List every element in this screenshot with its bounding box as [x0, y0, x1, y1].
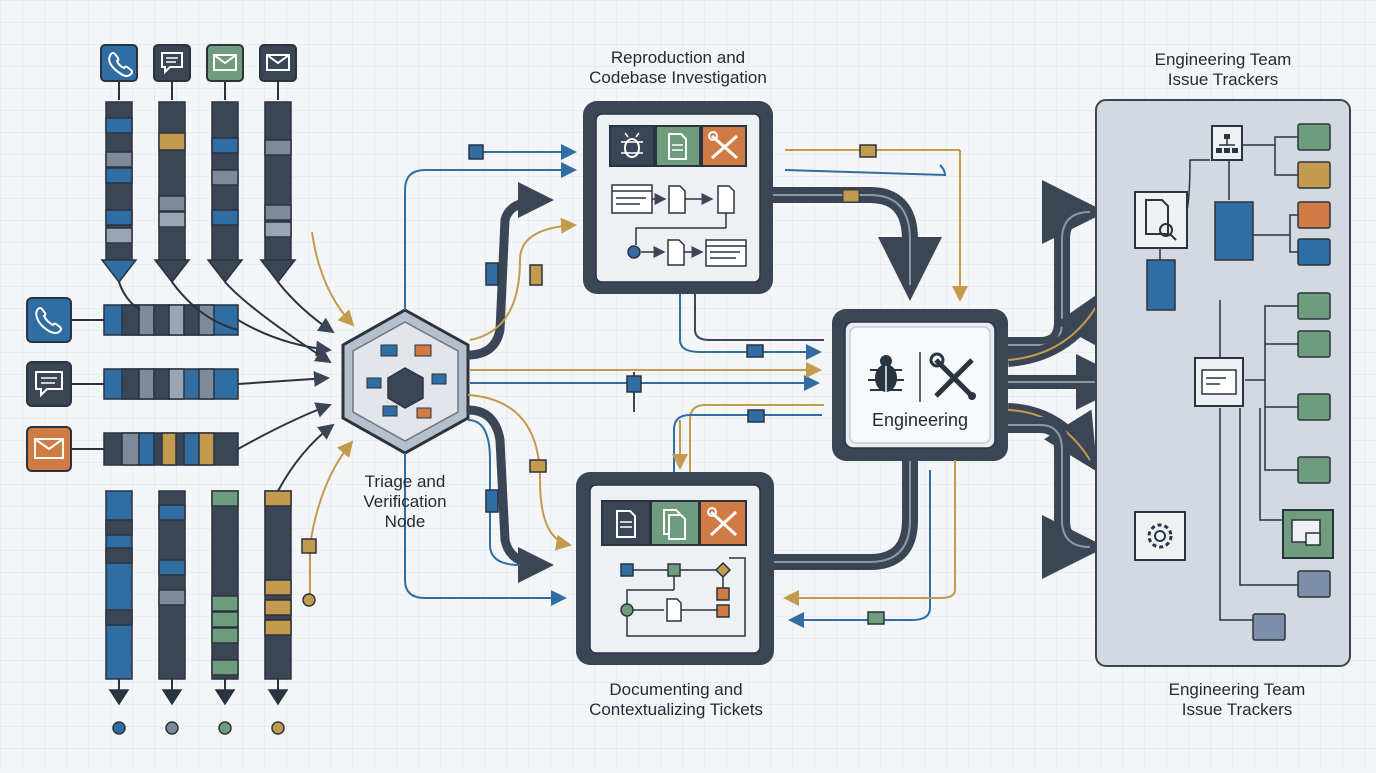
top-channel-connectors: [118, 81, 279, 100]
engineering-box: [832, 309, 1008, 461]
chat-icon: [26, 361, 72, 407]
triage-inputs: [118, 281, 335, 492]
phone-icon: [26, 297, 72, 343]
queue-column: [206, 101, 244, 284]
document-icon: [616, 510, 636, 538]
gear-icon: [1134, 511, 1186, 561]
queue-column: [158, 490, 186, 735]
document-icon: [668, 133, 687, 160]
queue-column: [259, 101, 297, 284]
queue-column: [264, 490, 292, 735]
hierarchy-icon: [1211, 125, 1243, 161]
reproduction-title-line: Codebase Investigation: [589, 68, 767, 87]
tracker-title-bottom: Engineering Team Issue Trackers: [1110, 680, 1364, 720]
wrench-icon: [929, 352, 976, 400]
chat-icon: [153, 44, 191, 82]
connector-tags: [468, 144, 885, 625]
reproduction-title-line: Reproduction and: [610, 48, 746, 67]
tracker-title-line: Engineering Team: [1154, 50, 1292, 69]
queue-column: [100, 101, 138, 284]
documenting-box: [576, 472, 774, 665]
tracker-title-top: Engineering Team Issue Trackers: [1110, 50, 1336, 90]
top-queue-columns: [100, 101, 297, 284]
mail-icon: [26, 426, 72, 472]
queue-column: [153, 101, 191, 284]
documenting-title: Documenting and Contextualizing Tickets: [560, 680, 792, 720]
bug-icon: [621, 132, 643, 158]
triage-title-line: Node: [384, 512, 426, 531]
lock-window-icon: [1282, 509, 1334, 559]
engineering-label: Engineering: [871, 410, 969, 430]
tracker-title-line: Issue Trackers: [1181, 700, 1293, 719]
mail-icon: [206, 44, 244, 82]
top-channel-icons: [100, 44, 297, 82]
triage-title: Triage and Verification Node: [340, 472, 470, 532]
triage-title-line: Triage and: [364, 472, 446, 491]
documenting-title-line: Documenting and: [609, 680, 743, 699]
queue-row: [103, 432, 239, 466]
tracker-panel: [1095, 99, 1351, 667]
queue-row: [103, 368, 239, 400]
phone-icon: [100, 44, 138, 82]
left-channel-icons: [26, 297, 72, 472]
queue-row: [103, 304, 239, 336]
gold-markers: [301, 538, 317, 607]
wrench-icon: [708, 131, 738, 160]
tracker-title-line: Engineering Team: [1168, 680, 1306, 699]
documenting-flow: [620, 557, 746, 637]
documenting-title-line: Contextualizing Tickets: [589, 700, 763, 719]
documents-icon: [663, 509, 686, 540]
reproduction-box: [583, 101, 773, 294]
reproduction-flow: [611, 184, 747, 267]
bottom-queue-columns: [105, 490, 292, 735]
tracker-items: [1252, 123, 1331, 641]
mail-icon: [259, 44, 297, 82]
window-icon: [1194, 357, 1244, 407]
wrench-icon: [707, 507, 738, 537]
queue-column: [105, 490, 133, 735]
tracker-title-line: Issue Trackers: [1167, 70, 1279, 89]
queue-column: [211, 490, 239, 735]
reproduction-title: Reproduction and Codebase Investigation: [560, 48, 796, 88]
search-document-icon: [1134, 191, 1188, 249]
flow-tags: [842, 189, 860, 203]
bug-icon: [868, 355, 904, 392]
folder-icon: [366, 344, 447, 419]
triage-title-line: Verification: [363, 492, 447, 511]
